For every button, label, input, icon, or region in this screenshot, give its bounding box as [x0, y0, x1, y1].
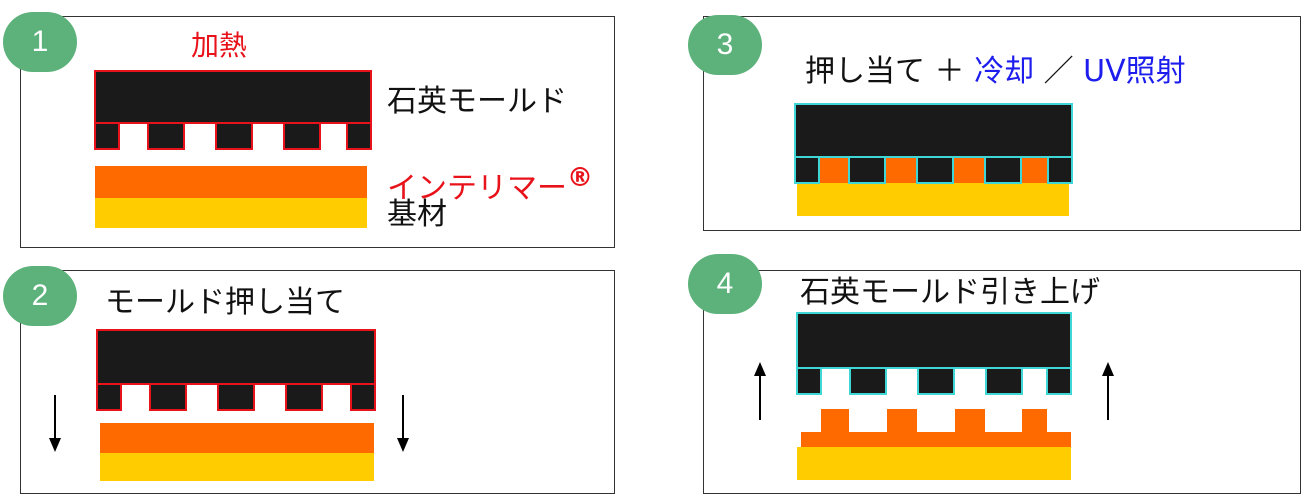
mold-tooth	[849, 367, 887, 395]
mold-body	[96, 329, 376, 385]
mold-tooth	[285, 383, 323, 411]
up-arrow-icon	[1102, 362, 1114, 420]
mold-tooth	[215, 122, 253, 150]
cool-label: 冷却	[974, 54, 1035, 89]
up-arrow-icon	[754, 362, 766, 420]
step-3-separator: ／	[1034, 54, 1084, 89]
step-2-substrate	[100, 453, 374, 481]
step-2-title: モールド押し当て	[105, 285, 345, 320]
mold-body	[796, 312, 1072, 369]
mold-tooth	[1047, 156, 1073, 184]
step-badge-2: 2	[3, 266, 77, 326]
mold-tooth	[350, 383, 376, 411]
step-1-substrate	[95, 198, 367, 228]
mold-label: 石英モールド	[387, 84, 567, 119]
mold-tooth	[217, 383, 255, 411]
down-arrow-icon	[397, 395, 409, 452]
step-1-resin-layer	[95, 166, 367, 198]
mold-tooth	[917, 367, 955, 395]
mold-tooth	[96, 383, 122, 411]
step-badge-1: 1	[3, 12, 77, 72]
step-4-mold	[796, 312, 1072, 395]
uv-label: UV照射	[1083, 54, 1186, 89]
step-3-title-prefix: 押し当て ＋	[805, 54, 975, 89]
mold-tooth	[796, 367, 822, 395]
step-3-mold	[794, 103, 1073, 184]
down-arrow-icon	[49, 395, 61, 452]
mold-body	[94, 70, 372, 124]
substrate-label: 基材	[387, 197, 447, 232]
mold-tooth	[916, 156, 954, 184]
step-3-substrate	[797, 183, 1069, 216]
mold-tooth	[147, 122, 185, 150]
mold-tooth	[149, 383, 187, 411]
step-badge-4: 4	[688, 254, 762, 314]
step-3-title: 押し当て ＋ 冷却 ／ UV照射	[805, 57, 1186, 87]
resin-ridge	[887, 409, 917, 432]
step-1-mold	[94, 70, 372, 150]
mold-tooth	[1046, 367, 1072, 395]
mold-tooth	[94, 122, 120, 150]
mold-tooth	[985, 367, 1023, 395]
resin-label: インテリマー®	[387, 165, 593, 204]
step-4-patterned-resin	[801, 409, 1071, 447]
mold-tooth	[984, 156, 1022, 184]
step-2-mold	[96, 329, 376, 411]
resin-ridge	[821, 409, 849, 432]
heat-label: 加熱	[191, 29, 248, 62]
step-badge-3: 3	[688, 15, 762, 75]
mold-body	[794, 103, 1073, 158]
step-2-resin-layer	[100, 423, 374, 453]
registered-mark: ®	[567, 163, 593, 193]
resin-name: インテリマー	[387, 171, 567, 206]
mold-tooth	[346, 122, 372, 150]
mold-tooth	[794, 156, 820, 184]
resin-base	[801, 432, 1071, 447]
resin-ridge	[955, 409, 985, 432]
resin-ridge	[1022, 409, 1047, 432]
step-4-substrate	[797, 447, 1071, 480]
mold-tooth	[283, 122, 321, 150]
step-4-title: 石英モールド引き上げ	[800, 275, 1100, 310]
mold-tooth	[848, 156, 886, 184]
